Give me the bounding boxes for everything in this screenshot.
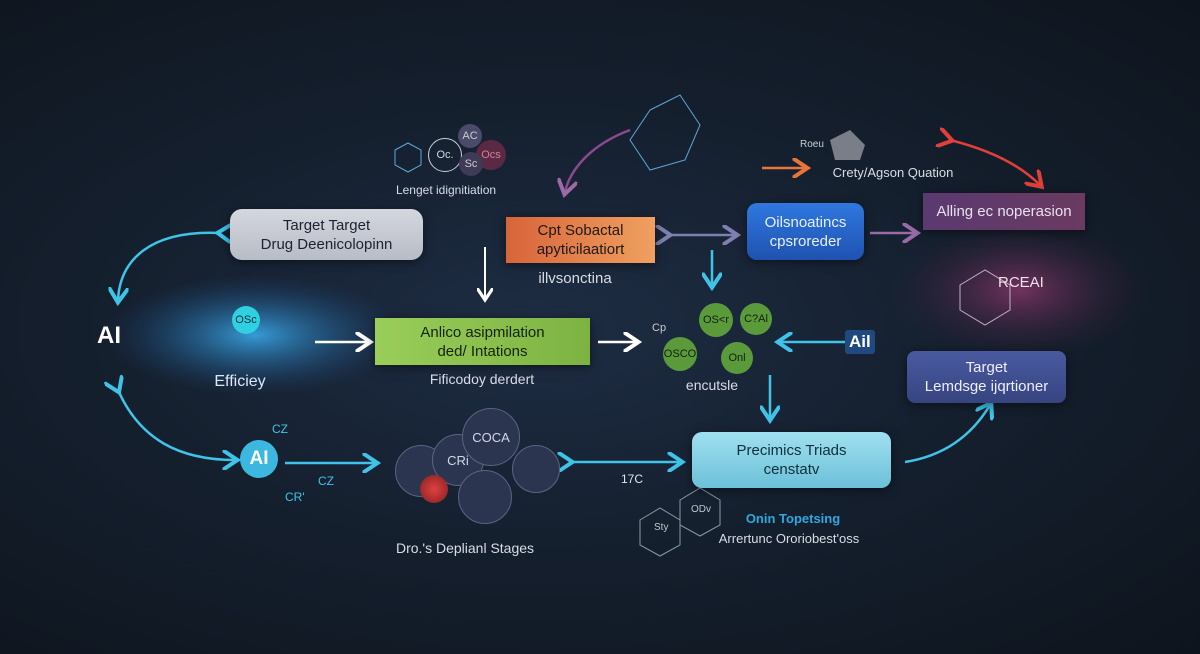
stage-node: COCA <box>462 408 520 466</box>
molecule-node: Oc. <box>428 138 462 172</box>
precimics-caption: Arrertunc Ororiobest'oss <box>718 531 860 546</box>
green-caption: Fificodoy derdert <box>429 371 535 387</box>
orange-caption: illvsonctina <box>538 270 612 287</box>
drug-stages-caption: Dro.'s Deplianl Stages <box>395 540 535 556</box>
box-line: censtatv <box>763 461 820 478</box>
cluster-caption: encutsle <box>685 377 739 393</box>
box-line: Anlico asipmilation <box>420 323 545 341</box>
molecule-node: AC <box>458 124 482 148</box>
rceai-label: RCEAI <box>998 274 1044 291</box>
efficiency-label: Efficiey <box>214 373 266 390</box>
green-box[interactable]: Anlico asipmilation ded/ Intations <box>375 318 590 365</box>
molecule-node: ODv <box>691 504 711 515</box>
box-line: Oilsnoatincs <box>764 213 847 231</box>
box-line: Cpt Sobactal <box>537 222 624 239</box>
ai-badge: Ail <box>845 330 875 354</box>
box-line: ded/ Intations <box>437 342 528 360</box>
precimics-accent-caption: Onin Topetsing <box>745 511 841 526</box>
box-line: Target Target <box>282 216 371 234</box>
box-line: Lemdsge ijqrtioner <box>924 378 1049 395</box>
cluster-node: OS<r <box>699 303 733 337</box>
target-drug-box[interactable]: Target Target Drug Deenicolopinn <box>230 209 423 260</box>
blue-box[interactable]: Oilsnoatincs cpsroreder <box>747 203 864 260</box>
box-line: Alling ec noperasion <box>936 203 1072 220</box>
box-line: Target <box>965 359 1008 376</box>
orange-box[interactable]: Cpt Sobactal apyticilaatiort <box>506 217 655 263</box>
roeu-label: Roeu <box>800 139 824 150</box>
box-line: cpsroreder <box>769 232 842 250</box>
blob-node: OSc <box>232 306 260 334</box>
target-identification-label: Lenget idignitiation <box>395 183 497 197</box>
cz-label: CZ <box>318 474 334 488</box>
box-line: Drug Deenicolopinn <box>260 235 393 253</box>
cr-label: CR' <box>285 490 305 504</box>
box-line: apyticilaatiort <box>536 241 625 258</box>
molecule-node: Sty <box>654 522 669 533</box>
hex-icon <box>830 130 865 160</box>
red-node <box>420 475 448 503</box>
cp-label: Cp <box>652 322 667 334</box>
17c-label: 17C <box>621 472 644 486</box>
stage-node <box>458 470 512 524</box>
agent-quation-label: Crety/Agson Quation <box>832 165 954 180</box>
cz-label: CZ <box>272 422 288 436</box>
box-line: Precimics Triads <box>736 442 847 459</box>
stage-node <box>512 445 560 493</box>
ai-label-left: AI <box>97 322 121 349</box>
molecule-structures <box>394 94 1011 557</box>
target-lemdsge-box[interactable]: Target Lemdsge ijqrtioner <box>907 351 1066 403</box>
ai-circle: AI <box>240 440 278 478</box>
molecule-node: Sc <box>459 152 483 176</box>
precimics-box[interactable]: Precimics Triads censtatv <box>692 432 891 488</box>
right-pink-blob <box>890 220 1150 360</box>
cluster-node: OSCO <box>663 337 697 371</box>
cluster-node: C?Al <box>740 303 772 335</box>
purple-box[interactable]: Alling ec noperasion <box>923 193 1085 230</box>
cluster-node: Onl <box>721 342 753 374</box>
